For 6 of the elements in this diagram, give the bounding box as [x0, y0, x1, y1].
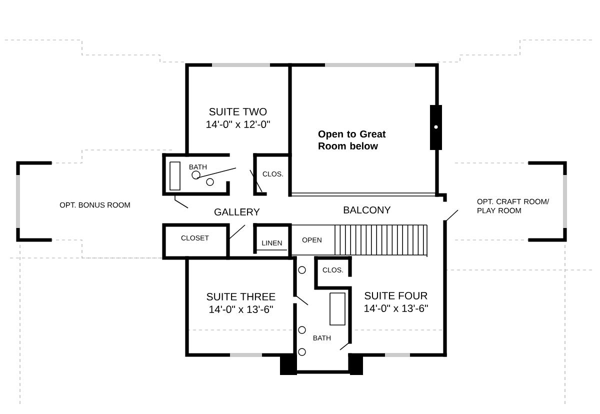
room-label: BALCONY: [344, 206, 391, 214]
room-label: Open to Great Room below: [318, 130, 386, 150]
room-label: SUITE THREE 14'-0" x 13'-6": [206, 292, 276, 314]
room-label: SUITE FOUR 14'-0" x 13'-6": [364, 292, 428, 312]
room-label: SUITE TWO 14'-0" x 12'-0": [206, 108, 270, 128]
room-label: GALLERY: [214, 208, 260, 216]
